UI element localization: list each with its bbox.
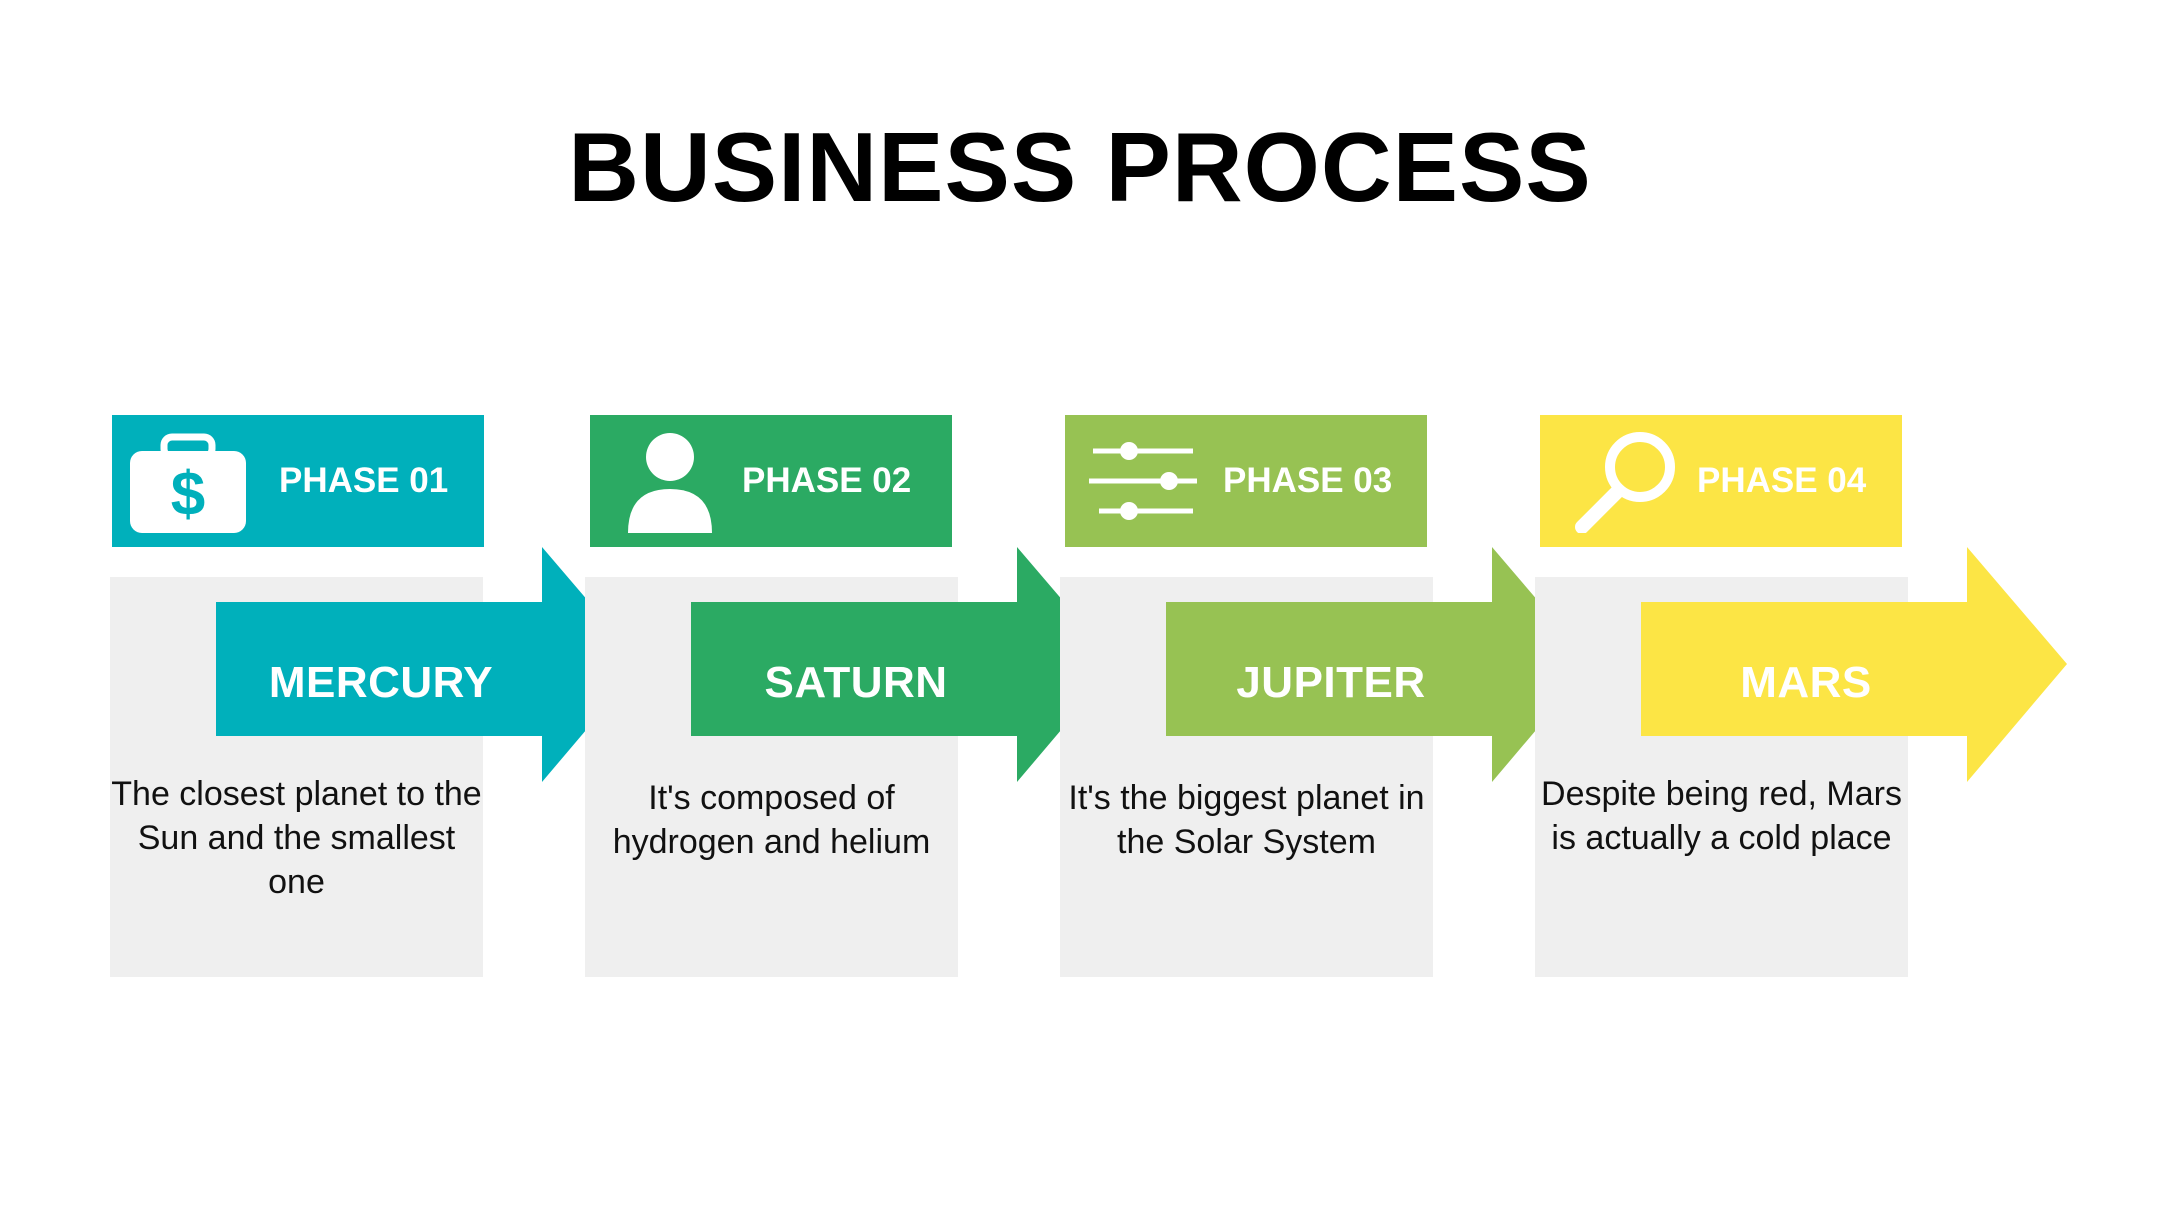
phase-header: PHASE 02 (590, 415, 952, 547)
sliders-icon (1089, 442, 1197, 520)
phase-description: Despite being red, Mars is actually a co… (1541, 775, 1902, 857)
svg-text:$: $ (171, 460, 205, 529)
phase-header: $ PHASE 01 (112, 415, 484, 547)
phase-label: PHASE 03 (1223, 461, 1393, 500)
page-title: BUSINESS PROCESS (568, 112, 1592, 222)
phase-description: The closest planet to the Sun and the sm… (111, 775, 482, 901)
phase-arrow (1166, 547, 1592, 782)
phase-name: JUPITER (1236, 658, 1426, 707)
phase-label: PHASE 04 (1697, 461, 1867, 500)
phase-header: PHASE 04 (1540, 415, 1902, 547)
phase-name: MERCURY (268, 658, 494, 707)
phase-label: PHASE 01 (279, 461, 449, 500)
phase-description: It's the biggest planet in the Solar Sys… (1068, 779, 1425, 861)
phase-arrow (216, 547, 642, 782)
phase-arrow (691, 547, 1117, 782)
phase-header: PHASE 03 (1065, 415, 1427, 547)
phase-name: MARS (1740, 658, 1872, 707)
phase-description: It's composed of hydrogen and helium (612, 779, 931, 861)
phase-label: PHASE 02 (742, 461, 912, 500)
search-icon (1575, 432, 1675, 533)
phase-name: SATURN (764, 658, 948, 707)
money-bag-icon: $ (130, 433, 246, 533)
user-icon (628, 433, 712, 533)
phase-arrow (1641, 547, 2067, 782)
